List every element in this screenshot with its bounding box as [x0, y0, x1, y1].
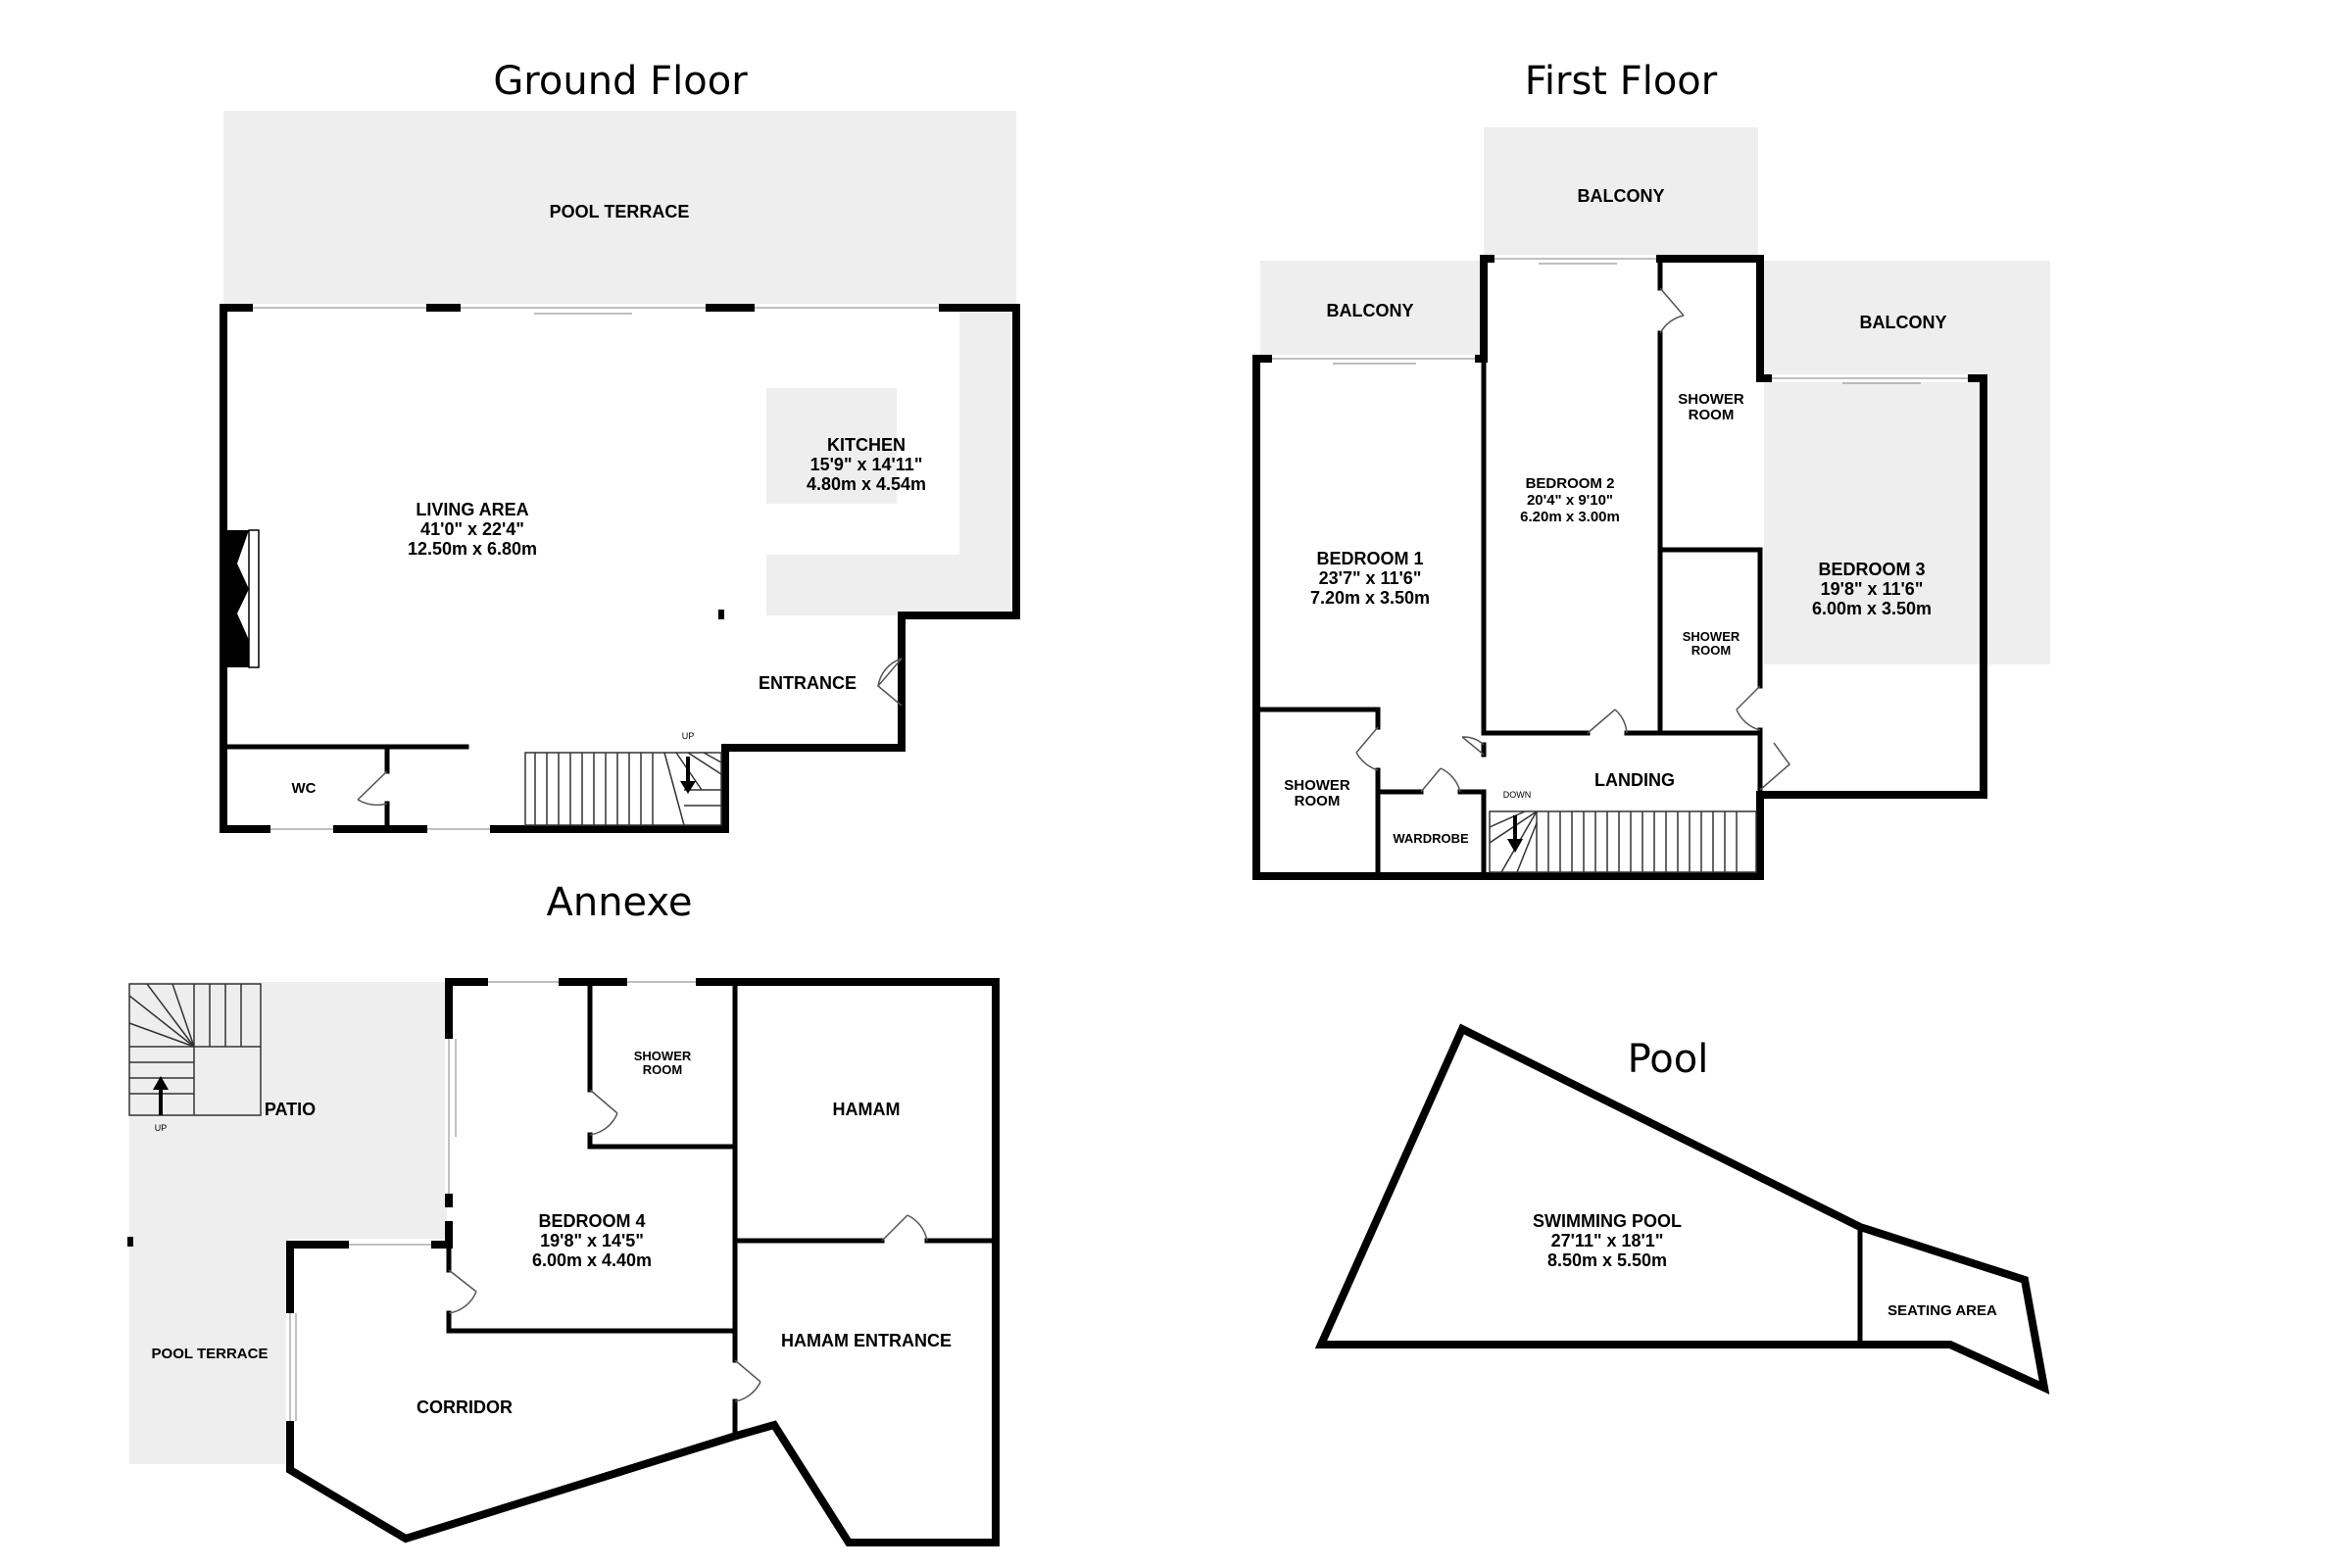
bedroom-4-imperial: 19'8" x 14'5"	[540, 1231, 644, 1250]
ground-floor-outer-wall	[220, 304, 1020, 833]
bedroom-3-imperial: 19'8" x 11'6"	[1821, 579, 1924, 599]
kitchen-name: KITCHEN	[827, 435, 906, 455]
hearth	[248, 529, 260, 668]
entrance-door[interactable]	[876, 658, 903, 707]
landing-label: LANDING	[1594, 770, 1675, 790]
hamam-entrance-label: HAMAM ENTRANCE	[781, 1331, 952, 1350]
annexe-shower-label-1: SHOWER	[634, 1049, 692, 1063]
wardrobe-label: WARDROBE	[1393, 831, 1469, 846]
shower-room-mid-label-2: ROOM	[1691, 643, 1731, 658]
patio-label: PATIO	[265, 1100, 316, 1119]
annexe-pool-terrace-zone	[129, 1239, 288, 1464]
pool-terrace-zone	[223, 111, 1016, 306]
kitchen-counter-zone	[766, 555, 962, 615]
wc-door[interactable]	[357, 770, 388, 807]
ground-floor-title: Ground Floor	[493, 59, 748, 104]
annexe: Annexe	[127, 880, 1000, 1546]
shower-room-left-label-2: ROOM	[1295, 793, 1341, 809]
first-floor-stairs[interactable]	[1489, 810, 1757, 873]
living-area-imperial: 41'0" x 22'4"	[420, 519, 524, 539]
bedroom-3-name: BEDROOM 3	[1818, 560, 1925, 579]
hamam-entrance-door[interactable]	[734, 1359, 761, 1402]
shower-room-top-label-2: ROOM	[1689, 407, 1735, 423]
shower-room-left-door[interactable]	[1355, 726, 1379, 771]
annexe-shower-label-2: ROOM	[643, 1062, 682, 1077]
shower-room-left-label-1: SHOWER	[1284, 777, 1350, 794]
bedroom-2-imperial: 20'4" x 9'10"	[1527, 492, 1613, 509]
first-floor-title: First Floor	[1525, 59, 1718, 104]
kitchen-island-zone	[766, 388, 897, 504]
pool-outline	[1314, 1023, 2050, 1395]
bedroom-4-metric: 6.00m x 4.40m	[532, 1250, 652, 1270]
balcony-left-label: BALCONY	[1327, 301, 1414, 320]
balcony-right-label: BALCONY	[1860, 313, 1947, 332]
hamam-door[interactable]	[881, 1214, 928, 1242]
shower-room-top-label-1: SHOWER	[1678, 391, 1744, 408]
balcony-left-zone	[1260, 261, 1480, 359]
swimming-pool-imperial: 27'11" x 18'1"	[1551, 1231, 1664, 1250]
annexe-shower-door[interactable]	[589, 1089, 618, 1136]
bedroom-1-name: BEDROOM 1	[1316, 549, 1423, 568]
bedroom-1-imperial: 23'7" x 11'6"	[1319, 568, 1422, 588]
swimming-pool-name: SWIMMING POOL	[1533, 1211, 1682, 1231]
bedroom-4-name: BEDROOM 4	[538, 1211, 645, 1231]
ground-floor: Ground Floor	[220, 59, 1020, 833]
kitchen-metric: 4.80m x 4.54m	[807, 474, 926, 494]
first-stair-label: DOWN	[1503, 790, 1532, 800]
swimming-pool-metric: 8.50m x 5.50m	[1547, 1250, 1667, 1270]
annexe-outer-wall	[286, 978, 1000, 1546]
fireplace-icon	[223, 530, 249, 667]
hamam-label: HAMAM	[833, 1100, 901, 1119]
stair-arrow-icon	[1507, 839, 1523, 853]
stair-arrow-icon	[153, 1076, 169, 1090]
living-area-metric: 12.50m x 6.80m	[408, 539, 537, 559]
annexe-title: Annexe	[546, 880, 692, 925]
first-floor: First Floor	[1252, 59, 2050, 880]
wc-label: WC	[292, 780, 317, 797]
seating-area-label: SEATING AREA	[1887, 1302, 1997, 1319]
pool-terrace-label: POOL TERRACE	[550, 202, 690, 221]
annexe-pool-terrace-label: POOL TERRACE	[152, 1346, 269, 1362]
bedroom-4-door[interactable]	[448, 1269, 477, 1314]
stair-arrow-icon	[680, 781, 696, 794]
corridor-label: CORRIDOR	[416, 1397, 513, 1417]
balcony-right-zone	[1764, 261, 2050, 664]
pool-area: Pool SWIMMING POOL 27'11" x 18'1" 8.50m …	[1314, 1023, 2050, 1395]
annexe-stair-label: UP	[155, 1123, 168, 1133]
bedroom-3-door[interactable]	[1759, 742, 1791, 791]
ground-floor-stairs[interactable]	[524, 752, 722, 826]
shower-room-top-door[interactable]	[1659, 287, 1685, 334]
first-floor-windows	[1272, 255, 1968, 384]
bedroom-1-door[interactable]	[1461, 736, 1485, 756]
balcony-center-zone	[1484, 127, 1758, 259]
bedroom-2-metric: 6.20m x 3.00m	[1520, 509, 1620, 525]
wardrobe-door[interactable]	[1420, 767, 1461, 793]
ground-stair-label: UP	[682, 731, 695, 741]
kitchen-imperial: 15'9" x 14'11"	[810, 455, 923, 474]
patio-zone	[129, 982, 447, 1239]
balcony-center-label: BALCONY	[1578, 186, 1665, 206]
kitchen-side-zone	[959, 310, 1012, 615]
pool-title: Pool	[1628, 1037, 1709, 1082]
shower-room-mid-door[interactable]	[1736, 685, 1761, 731]
bedroom-2-name: BEDROOM 2	[1526, 475, 1615, 492]
ground-floor-windows	[253, 304, 939, 833]
bedroom-1-metric: 7.20m x 3.50m	[1310, 588, 1430, 608]
bedroom-2-door[interactable]	[1587, 709, 1628, 734]
patio-stairs[interactable]	[128, 983, 262, 1116]
living-area-name: LIVING AREA	[416, 500, 528, 519]
entrance-label: ENTRANCE	[759, 673, 857, 693]
bedroom-3-metric: 6.00m x 3.50m	[1812, 599, 1932, 618]
shower-room-mid-label-1: SHOWER	[1683, 629, 1740, 644]
